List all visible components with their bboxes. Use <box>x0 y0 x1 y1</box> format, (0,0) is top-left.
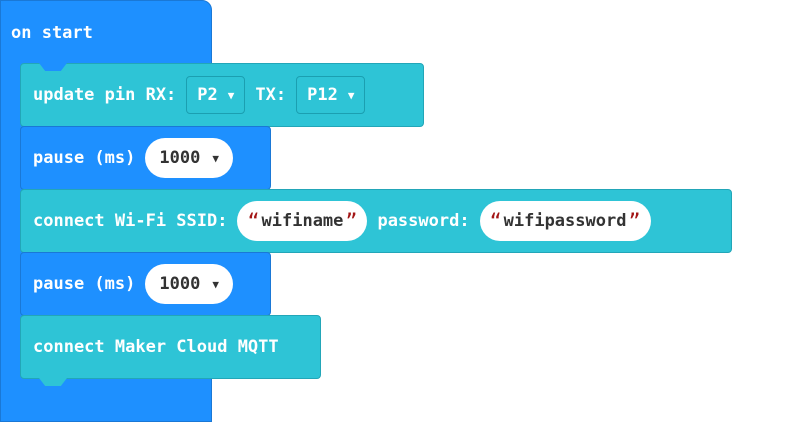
tx-label: TX: <box>255 85 287 105</box>
pause-block[interactable]: pause (ms) 1000 ▼ <box>20 126 271 197</box>
pause-label: pause (ms) <box>33 148 136 168</box>
connect-wifi-block[interactable]: connect Wi-Fi SSID: “ wifiname ” passwor… <box>20 189 732 260</box>
update-pin-block[interactable]: update pin RX: P2 ▼ TX: P12 ▼ <box>20 63 424 134</box>
password-label: password: <box>377 211 470 231</box>
quote-close-icon: ” <box>628 209 641 233</box>
connect-wifi-label: connect Wi-Fi SSID: <box>33 211 228 231</box>
connect-mqtt-label: connect Maker Cloud MQTT <box>33 337 279 357</box>
pause-duration-value: 1000 <box>159 274 201 294</box>
pause-duration-value: 1000 <box>159 148 201 168</box>
rx-pin-dropdown[interactable]: P2 ▼ <box>186 76 246 114</box>
dropdown-caret-icon: ▼ <box>227 88 235 102</box>
rx-pin-value: P2 <box>197 85 218 105</box>
quote-open-icon: “ <box>489 209 502 233</box>
tx-pin-dropdown[interactable]: P12 ▼ <box>296 76 366 114</box>
dropdown-caret-icon: ▼ <box>347 88 355 102</box>
password-string-input[interactable]: “ wifipassword ” <box>479 201 651 241</box>
pause-duration-dropdown[interactable]: 1000 ▼ <box>145 138 233 178</box>
block-notch <box>39 378 67 386</box>
pause-label: pause (ms) <box>33 274 136 294</box>
dropdown-caret-icon: ▼ <box>212 151 219 165</box>
pause-block[interactable]: pause (ms) 1000 ▼ <box>20 252 271 323</box>
quote-close-icon: ” <box>345 209 358 233</box>
tx-pin-value: P12 <box>307 85 338 105</box>
ssid-string-input[interactable]: “ wifiname ” <box>237 201 368 241</box>
quote-open-icon: “ <box>247 209 260 233</box>
connect-mqtt-block[interactable]: connect Maker Cloud MQTT <box>20 315 321 386</box>
dropdown-caret-icon: ▼ <box>212 277 219 291</box>
pause-duration-dropdown[interactable]: 1000 ▼ <box>145 264 233 304</box>
on-start-label: on start <box>11 23 93 43</box>
password-value: wifipassword <box>503 211 627 231</box>
block-notch <box>39 63 67 71</box>
update-pin-label: update pin RX: <box>33 85 177 105</box>
ssid-value: wifiname <box>261 211 344 231</box>
